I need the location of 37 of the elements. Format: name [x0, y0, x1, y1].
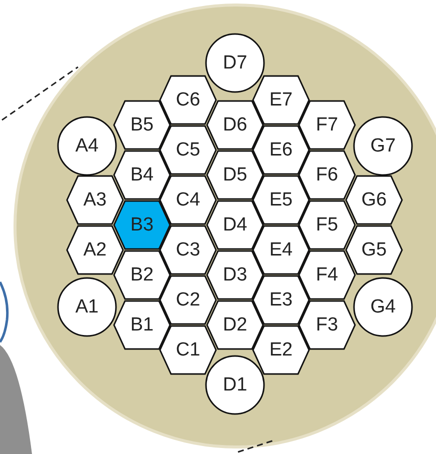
cell-label: B3: [130, 216, 154, 234]
cell-label: C5: [176, 140, 200, 160]
cell-label: G4: [370, 298, 396, 316]
cell-label: G7: [370, 136, 396, 156]
cell-label: G5: [361, 240, 387, 260]
cell-label: F3: [316, 316, 338, 334]
cell-label: D1: [222, 376, 248, 394]
cell-label: D5: [222, 166, 248, 184]
cell-label: E2: [269, 340, 293, 360]
cell-label: C4: [176, 190, 200, 210]
cell-label: C2: [176, 290, 200, 310]
cell-label: D2: [222, 316, 248, 334]
cell-label: F7: [316, 116, 338, 134]
cell-label: C6: [176, 90, 200, 110]
cell-label: D7: [222, 54, 248, 72]
cell-label: C1: [176, 340, 200, 360]
cell-label: A1: [75, 298, 99, 316]
cell-label: F4: [316, 266, 338, 284]
cell-label: C3: [176, 240, 200, 260]
cell-label: F5: [316, 216, 338, 234]
cell-label: D6: [222, 116, 248, 134]
cell-label: A2: [83, 240, 107, 260]
cell-label: B2: [130, 266, 154, 284]
cell-label: B5: [130, 116, 154, 134]
cell-label: G6: [361, 190, 387, 210]
cell-label: E4: [269, 240, 293, 260]
cell-label: E6: [269, 140, 293, 160]
cell-label: E7: [269, 90, 293, 110]
cell-label: D4: [222, 216, 248, 234]
cell-label: E3: [269, 290, 293, 310]
cell-label: F6: [316, 166, 338, 184]
cell-label: A3: [83, 190, 107, 210]
cell-label: B4: [130, 166, 154, 184]
cell-label: D3: [222, 266, 248, 284]
cell-label: E5: [269, 190, 293, 210]
cell-label: A4: [75, 136, 99, 156]
cell-label: B1: [130, 316, 154, 334]
